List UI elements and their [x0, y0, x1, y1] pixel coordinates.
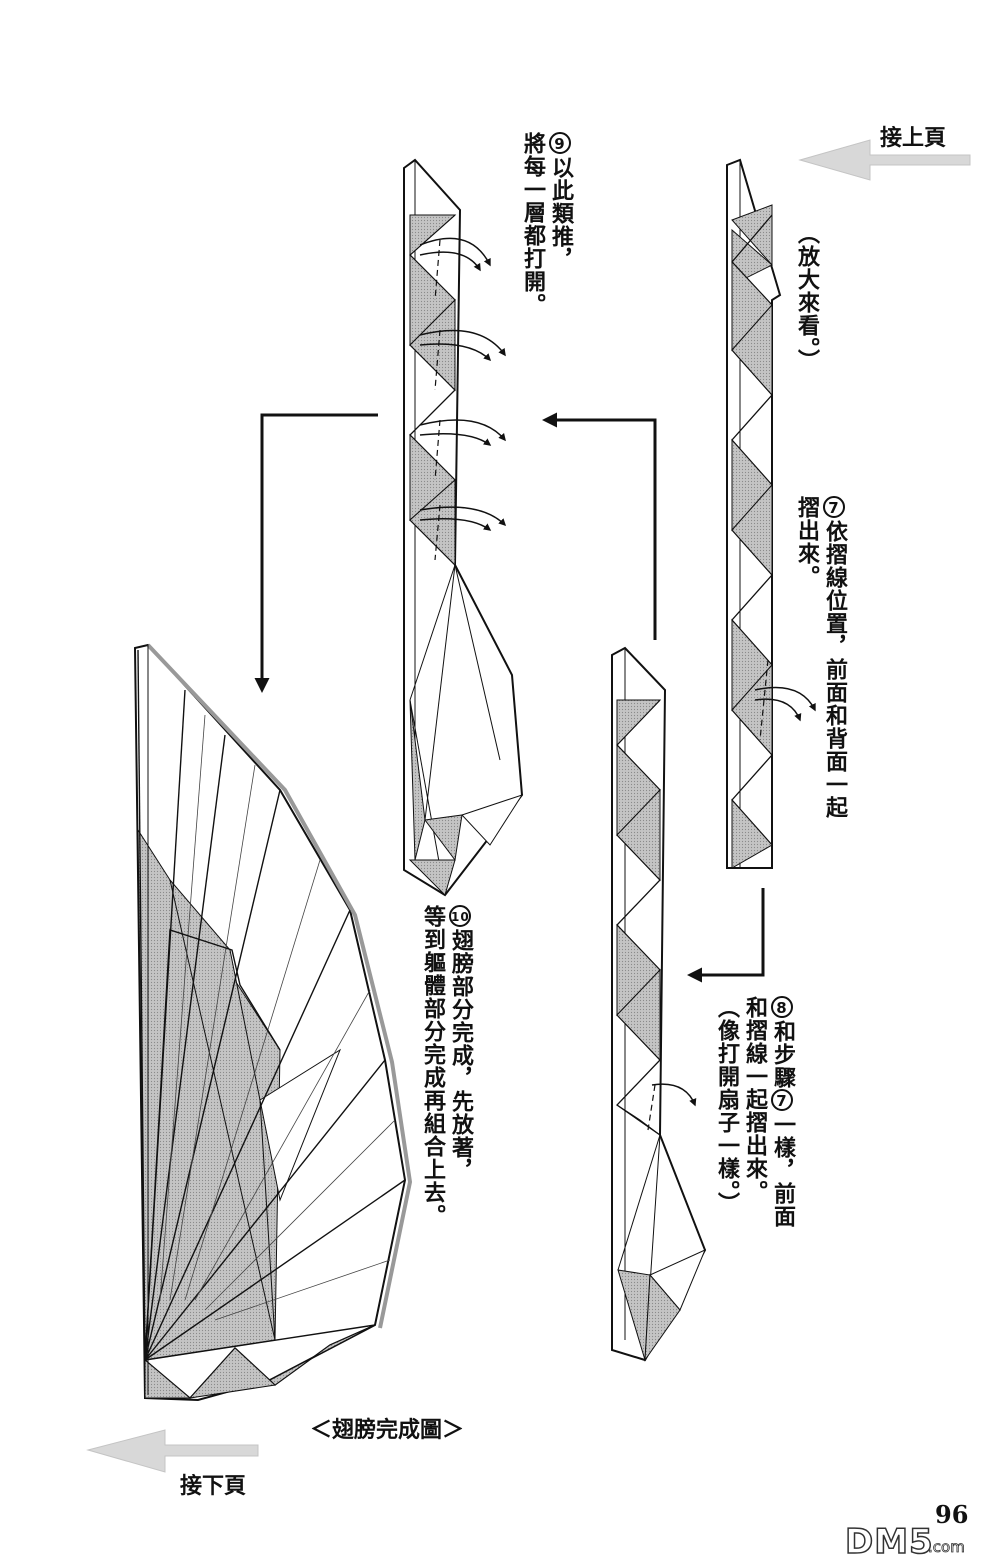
step7-number-badge: 7: [823, 496, 845, 518]
flow-arrow-7-to-8: [687, 888, 765, 983]
step8-ref-badge: 7: [771, 1089, 793, 1111]
page-number: 96: [935, 1500, 969, 1529]
step10-line2: 等到軀體部分完成再組合上去。: [420, 905, 445, 1227]
wing-caption: ＜翅膀完成圖＞: [310, 1418, 465, 1443]
finished-wing-diagram: [133, 643, 413, 1402]
step9-line2: 將每一層都打開。: [520, 132, 545, 316]
next-page-arrow-icon: [86, 1429, 259, 1473]
step9-number-badge: 9: [549, 132, 571, 154]
step8-strip-diagram: [611, 646, 707, 1362]
step9-text: 9以此類推，將每一層都打開。: [518, 132, 574, 432]
step7-line2: 前面和背面一起: [822, 658, 847, 819]
step7-line1: 7依摺線位置，: [820, 496, 848, 658]
step10-number-badge: 10: [449, 905, 471, 927]
step8-line1: 8和步驟7一樣，前面: [768, 996, 796, 1228]
step7-strip-diagram: [726, 158, 816, 869]
step9-strip-diagram: [403, 158, 524, 897]
step8-number-badge: 8: [771, 996, 793, 1018]
next-page-label: 接下頁: [180, 1474, 247, 1499]
step7-line3: 摺出來。: [794, 496, 819, 588]
step8-line2: 和摺線一起摺出來。: [742, 996, 767, 1203]
prev-page-label: 接上頁: [880, 126, 947, 151]
step7-zoom-note: （放大來看。）: [794, 222, 819, 372]
step10-text: 10翅膀部分完成，先放著，等到軀體部分完成再組合上去。: [418, 905, 474, 1305]
svg-text:.com: .com: [928, 1538, 965, 1556]
step7-text: 7依摺線位置，前面和背面一起 摺出來。: [792, 496, 848, 896]
step10-line1: 10翅膀部分完成，先放著，: [446, 905, 474, 1182]
step8-line3: （像打開扇子一樣。）: [714, 996, 739, 1215]
watermark-logo: DM5 .com: [844, 1521, 965, 1563]
svg-text:DM5: DM5: [845, 1522, 934, 1562]
step8-text: 8和步驟7一樣，前面和摺線一起摺出來。（像打開扇子一樣。）: [712, 996, 796, 1396]
step9-line1: 9以此類推，: [546, 132, 574, 271]
flow-arrow-9-to-10: [254, 413, 378, 693]
prev-page-arrow-icon: [798, 139, 971, 181]
flow-arrow-8-to-9: [542, 412, 657, 640]
